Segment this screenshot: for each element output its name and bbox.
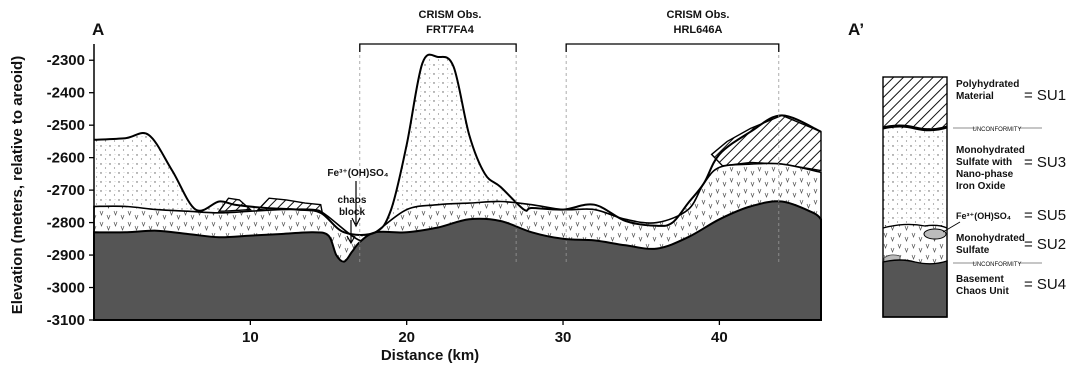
plot-area — [93, 43, 822, 321]
obs1-id: FRT7FA4 — [426, 24, 475, 36]
y-tick-label: -2900 — [47, 247, 85, 264]
obs2-id: HRL646A — [674, 24, 723, 36]
legend-su3-line2: Sulfate with — [956, 157, 1012, 168]
legend-su2-code: = SU2 — [1024, 236, 1066, 253]
x-tick-label: 10 — [242, 329, 259, 346]
x-axis-label: Distance (km) — [381, 347, 479, 364]
x-tick-label: 20 — [398, 329, 415, 346]
chaos-block-label-1: chaos — [338, 195, 367, 206]
obs2-title: CRISM Obs. — [667, 9, 730, 21]
y-axis-ticks: -2300 -2400 -2500 -2600 -2700 -2800 -2900 -3000… — [47, 52, 94, 329]
crism-observation-guides — [359, 43, 780, 262]
legend-su2-line2: Sulfate — [956, 245, 990, 256]
fe-label: Fe³⁺(OH)SO₄ — [327, 168, 388, 179]
legend-su1-swatch — [883, 77, 947, 128]
legend-su5-label: Fe³⁺(OH)SO₄ — [956, 211, 1011, 221]
y-tick-label: -2600 — [47, 150, 85, 167]
obs1-bracket — [359, 43, 517, 52]
unconformity-upper-bg — [975, 124, 1019, 132]
legend-su3-code: = SU3 — [1024, 154, 1066, 171]
y-tick-label: -2800 — [47, 215, 85, 232]
legend-su4-swatch — [882, 259, 948, 318]
legend-su3-line1: Monohydrated — [956, 145, 1025, 156]
legend-su4-line2: Chaos Unit — [956, 286, 1009, 297]
legend-su1-line2: Material — [956, 91, 994, 102]
legend-su4-line1: Basement — [956, 274, 1004, 285]
legend-su1-line1: Polyhydrated — [956, 79, 1019, 90]
legend-su5-pointer — [942, 221, 961, 233]
unconformity-lower-label: UNCONFORMITY — [973, 262, 1022, 268]
y-tick-label: -2300 — [47, 52, 85, 69]
y-tick-label: -2500 — [47, 117, 85, 134]
unconformity-upper-label: UNCONFORMITY — [973, 127, 1022, 133]
surface-outline — [93, 53, 822, 236]
legend-su3-swatch — [883, 128, 947, 225]
legend-su5-code: = SU5 — [1024, 207, 1066, 224]
y-tick-label: -3000 — [47, 280, 85, 297]
obs1-title: CRISM Obs. — [419, 9, 482, 21]
y-tick-label: -2700 — [47, 182, 85, 199]
y-axis-label: Elevation (meters, relative to areoid) — [9, 56, 26, 314]
legend-su3-top-line — [882, 124, 948, 132]
legend-column — [882, 76, 948, 318]
legend-su4-code: = SU4 — [1024, 276, 1066, 293]
chaos-block-label-2: block — [339, 207, 366, 218]
legend-su5-swatch — [923, 228, 947, 240]
legend-su3-line3: Nano-phase — [956, 169, 1014, 180]
legend-su2-top-line — [882, 223, 948, 229]
y-tick-label: -3100 — [47, 312, 85, 329]
basement-chaos-layer — [93, 200, 822, 321]
y-tick-label: -2400 — [47, 85, 85, 102]
section-start-label: A — [92, 20, 104, 39]
legend-su1-code: = SU1 — [1024, 87, 1066, 104]
legend-column-frame — [882, 76, 948, 318]
obs2-bracket — [565, 43, 780, 52]
legend-su3-line4: Iron Oxide — [956, 181, 1006, 192]
x-tick-label: 30 — [555, 329, 572, 346]
x-axis-ticks: 10 20 30 40 — [242, 320, 728, 346]
x-tick-label: 40 — [711, 329, 728, 346]
fe-arrow — [351, 181, 361, 228]
chaos-block-arrow — [346, 220, 356, 245]
legend-su2-line1: Monohydrated — [956, 233, 1025, 244]
section-end-label: A’ — [848, 20, 864, 39]
unconformity-lower-bg — [975, 259, 1019, 267]
